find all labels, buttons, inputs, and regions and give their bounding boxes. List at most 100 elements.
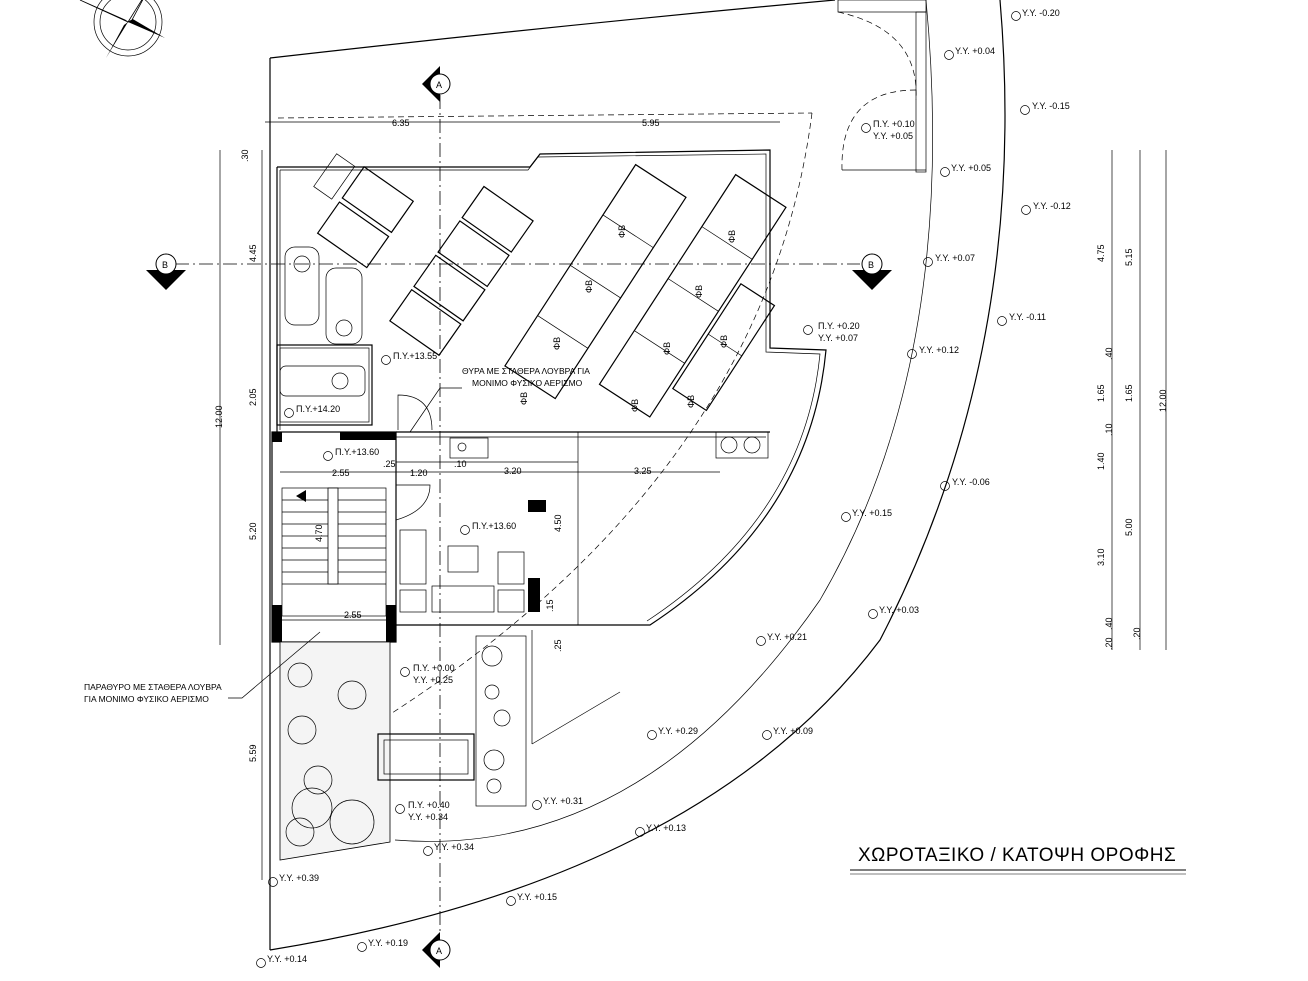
dim: 2.05 [248,388,258,406]
svg-text:Π.Υ. +0.10: Π.Υ. +0.10 [873,119,915,129]
section-marker-a-top: A [422,66,451,102]
svg-text:Υ.Υ. +0.05: Υ.Υ. +0.05 [951,163,991,173]
svg-text:Υ.Υ. +0.13: Υ.Υ. +0.13 [646,823,686,833]
ground-level-marker: Υ.Υ. +0.13 [635,823,686,837]
dim: 12.00 [214,405,224,428]
north-arrow-icon [79,0,165,58]
section-marker-b-left: B [146,253,186,290]
dim-top-left: 6.35 [392,118,410,128]
dim: 12.00 [1158,389,1168,412]
ground-level-marker: Υ.Υ. -0.11 [997,312,1046,326]
svg-text:Υ.Υ. +0.09: Υ.Υ. +0.09 [773,726,813,736]
pv-panel-label: ΦΒ [630,399,640,412]
svg-text:Υ.Υ. +0.03: Υ.Υ. +0.03 [879,605,919,615]
dim: .20 [1132,627,1142,640]
dim: 5.59 [248,744,258,762]
svg-text:Υ.Υ. +0.31: Υ.Υ. +0.31 [543,796,583,806]
door-vent-note: ΘΥΡΑ ΜΕ ΣΤΑΘΕΡΑ ΛΟΥΒΡΑ ΓΙΑ ΜΟΝΙΜΟ ΦΥΣΙΚΟ… [409,366,590,433]
ground-level-marker: Υ.Υ. +0.39 [268,873,319,887]
svg-text:Υ.Υ. -0.15: Υ.Υ. -0.15 [1032,101,1070,111]
ground-level-marker: Υ.Υ. +0.15 [841,508,892,522]
svg-text:Υ.Υ. -0.12: Υ.Υ. -0.12 [1033,201,1071,211]
ground-level-marker: Υ.Υ. +0.03 [868,605,919,619]
svg-text:Υ.Υ. +0.05: Υ.Υ. +0.05 [873,131,913,141]
pv-panel-label: ΦΒ [662,342,672,355]
svg-text:Π.Υ. +0.20: Π.Υ. +0.20 [818,321,860,331]
svg-text:Υ.Υ. +0.15: Υ.Υ. +0.15 [852,508,892,518]
svg-text:Π.Υ.+13.60: Π.Υ.+13.60 [335,447,379,457]
dim: .10 [454,459,467,469]
ground-level-marker: Υ.Υ. +0.14 [256,954,307,968]
ground-level-marker: Υ.Υ. +0.05 [940,163,991,177]
pv-panel-label: ΦΒ [727,230,737,243]
dim: 4.70 [314,524,324,542]
ground-level-marker: Υ.Υ. +0.04 [944,46,995,60]
svg-text:Π.Υ. +0.40: Π.Υ. +0.40 [408,800,450,810]
svg-text:Υ.Υ. +0.14: Υ.Υ. +0.14 [267,954,307,964]
svg-text:Υ.Υ. -0.06: Υ.Υ. -0.06 [952,477,990,487]
pv-panels: ΦΒ ΦΒ ΦΒ ΦΒ ΦΒ ΦΒ ΦΒ ΦΒ ΦΒ ΦΒ [504,163,787,418]
ground-level-marker: Υ.Υ. +0.31 [532,796,583,810]
garden [279,630,621,861]
svg-text:B: B [868,260,874,270]
svg-text:Υ.Υ. +0.12: Υ.Υ. +0.12 [919,345,959,355]
svg-text:Υ.Υ. +0.25: Υ.Υ. +0.25 [413,675,453,685]
svg-text:Υ.Υ. +0.07: Υ.Υ. +0.07 [935,253,975,263]
dim: 5.20 [248,522,258,540]
dim: 2.55 [344,610,362,620]
pv-panel-label: ΦΒ [719,335,729,348]
roof-terrace [276,149,827,626]
svg-text:A: A [436,946,442,956]
dim: 3.20 [504,466,522,476]
dim: .15 [545,599,555,612]
svg-text:Π.Υ.+13.55: Π.Υ.+13.55 [393,351,437,361]
ground-level-marker: Υ.Υ. +0.19 [357,938,408,952]
dim: 1.20 [410,468,428,478]
pv-panel-label: ΦΒ [617,225,627,238]
svg-text:ΘΥΡΑ ΜΕ ΣΤΑΘΕΡΑ ΛΟΥΒΡΑ ΓΙΑ: ΘΥΡΑ ΜΕ ΣΤΑΘΕΡΑ ΛΟΥΒΡΑ ΓΙΑ [462,366,590,376]
water-tanks [284,246,363,345]
dim: .10 [1104,423,1114,436]
stair-core [271,394,770,643]
svg-text:Π.Υ. +0.00: Π.Υ. +0.00 [413,663,455,673]
svg-text:Υ.Υ. -0.20: Υ.Υ. -0.20 [1022,8,1060,18]
svg-text:Υ.Υ. +0.04: Υ.Υ. +0.04 [955,46,995,56]
dim: 5.00 [1124,518,1134,536]
svg-text:Υ.Υ. -0.11: Υ.Υ. -0.11 [1009,312,1046,322]
pv-panel-label: ΦΒ [552,337,562,350]
svg-text:Υ.Υ. +0.29: Υ.Υ. +0.29 [658,726,698,736]
svg-text:Υ.Υ. +0.39: Υ.Υ. +0.39 [279,873,319,883]
level-marker: Π.Υ. +0.00Υ.Υ. +0.25 [400,663,455,685]
ground-level-marker: Υ.Υ. -0.20 [1011,8,1060,21]
dim: .40 [1104,617,1114,630]
svg-text:Π.Υ.+14.20: Π.Υ.+14.20 [296,404,340,414]
dim: 2.55 [332,468,350,478]
dim: 4.45 [248,244,258,262]
dimension-lines [219,121,1167,880]
level-marker: Π.Υ.+13.55 [381,351,437,365]
ground-level-marker: Υ.Υ. +0.34 [423,842,474,856]
dim: 3.10 [1096,548,1106,566]
ground-level-marker: Υ.Υ. +0.21 [756,632,807,646]
ground-level-marker: Υ.Υ. -0.12 [1021,201,1071,215]
level-marker: Π.Υ.+13.60 [323,447,379,461]
dim: .25 [553,639,563,652]
level-marker: Π.Υ. +0.40Υ.Υ. +0.34 [395,800,450,822]
svg-text:Υ.Υ. +0.15: Υ.Υ. +0.15 [517,892,557,902]
gate [837,0,927,173]
dim: .30 [240,149,250,162]
solar-collectors [313,153,534,357]
dim: 4.50 [553,514,563,532]
svg-text:Υ.Υ. +0.34: Υ.Υ. +0.34 [434,842,474,852]
dim: 5.15 [1124,248,1134,266]
level-marker: Π.Υ.+14.20 [284,404,340,418]
level-marker: Π.Υ.+13.60 [460,521,516,535]
dim: 3.25 [634,466,652,476]
level-marker: Π.Υ. +0.10Υ.Υ. +0.05 [861,119,915,141]
svg-text:A: A [436,80,442,90]
svg-text:ΧΩΡΟΤΑΞΙΚΟ / ΚΑΤΟΨΗ ΟΡΟΦΗΣ: ΧΩΡΟΤΑΞΙΚΟ / ΚΑΤΟΨΗ ΟΡΟΦΗΣ [858,845,1176,866]
pv-panel-label: ΦΒ [694,285,704,298]
pv-panel-label: ΦΒ [584,280,594,293]
section-marker-b-right: B [852,253,892,290]
